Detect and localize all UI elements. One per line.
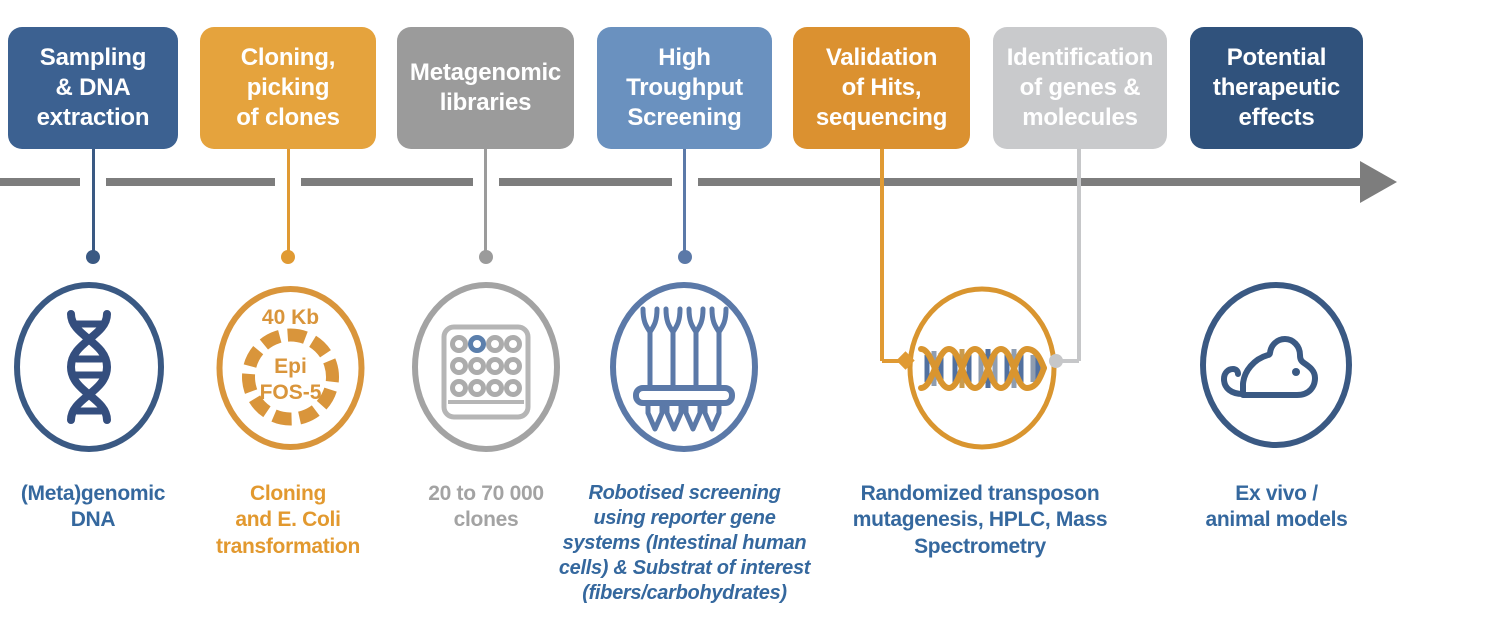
step-box-identification: Identification of genes & molecules	[993, 27, 1167, 149]
connector-elbow-line	[880, 149, 884, 361]
connector-dot	[1049, 354, 1063, 368]
pin-forks	[640, 306, 729, 388]
pin-tips	[645, 403, 722, 432]
caption-cloning-transformation: Cloning and E. Coli transformation	[216, 482, 360, 558]
caption-animal-models: Ex vivo / animal models	[1205, 482, 1348, 532]
caption-clone-count: 20 to 70 000 clones	[428, 482, 544, 532]
connector-dot	[86, 250, 100, 264]
dna-helix-icon	[14, 282, 164, 452]
connector-line	[92, 149, 95, 253]
caption-metagenomic-dna: (Meta)genomic DNA	[20, 482, 166, 532]
connector-dot	[281, 250, 295, 264]
plasmid-map-icon: 40 Kb Epi FOS-5	[213, 283, 368, 453]
plasmid-name-line1: Epi	[274, 355, 307, 378]
caption-robotised-screening: Robotised screening using reporter gene …	[558, 482, 811, 604]
dna-rungs	[71, 320, 107, 415]
step-box-sampling: Sampling & DNA extraction	[8, 27, 178, 149]
step-box-libraries: Metagenomic libraries	[397, 27, 574, 149]
plasmid-size-label: 40 Kb	[262, 306, 319, 329]
microplate-icon	[412, 282, 560, 452]
pin-replicator-icon	[610, 282, 758, 452]
connector-line	[683, 149, 686, 253]
plasmid-map-svg: 40 Kb Epi FOS-5	[216, 286, 365, 450]
connector-dot	[479, 250, 493, 264]
step-box-cloning: Cloning, picking of clones	[200, 27, 376, 149]
connector-elbow-line	[1057, 359, 1079, 363]
connector-line	[484, 149, 487, 253]
step-box-therapeutic: Potential therapeutic effects	[1190, 27, 1363, 149]
timeline-arrowhead-icon	[1360, 161, 1397, 203]
connector-elbow-line	[1077, 149, 1081, 361]
plasmid-gene-segments	[242, 328, 339, 426]
dna-strands	[918, 345, 1047, 392]
dna-strand-horizontal-icon	[907, 286, 1057, 450]
plasmid-name-line2: FOS-5	[260, 381, 322, 404]
caption-transposon-mutagenesis: Randomized transposon mutagenesis, HPLC,…	[852, 482, 1108, 558]
connector-dot	[678, 250, 692, 264]
step-box-screening: High Troughput Screening	[597, 27, 772, 149]
connector-line	[287, 149, 290, 253]
dna-strands	[66, 310, 112, 424]
mouse-icon	[1200, 282, 1352, 448]
mouse-eye	[1292, 368, 1300, 376]
connector-elbow-line	[882, 359, 904, 363]
mouse-body	[1221, 336, 1318, 398]
step-box-validation: Validation of Hits, sequencing	[793, 27, 970, 149]
plate-wells	[450, 335, 522, 397]
